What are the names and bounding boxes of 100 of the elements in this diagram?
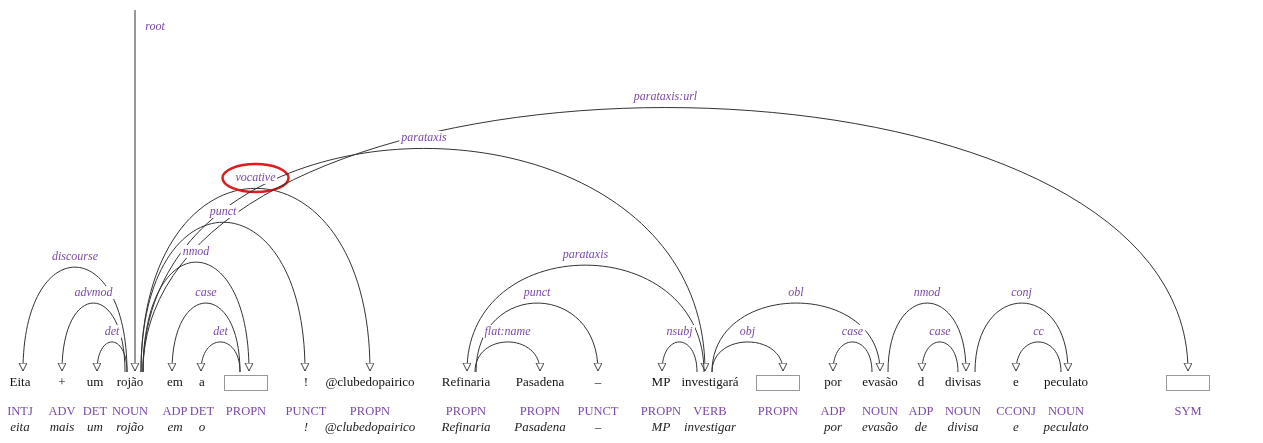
pos-tag: PROPN [349,403,391,419]
edge-label: det [211,325,230,338]
dependency-arc [142,147,709,373]
pos-tag: PROPN [640,403,682,419]
pos-tag: PROPN [445,403,487,419]
dependency-arc [887,302,970,373]
dependency-arc [918,341,959,373]
token-word: Eita [9,373,31,391]
dependency-arc [1012,341,1062,373]
pos-tag: ADP [820,403,846,419]
pos-tag: PROPN [519,403,561,419]
edge-label: det [102,325,122,338]
token-word: peculato [1044,373,1088,391]
edge-label: case [839,325,866,338]
pos-tag: NOUN [1047,403,1085,419]
token-word: evasão [862,373,898,391]
lemma-text: Refinaria [441,419,491,434]
edge-label: flat:name [482,325,533,338]
dependency-arc [140,187,374,373]
edge-label: parataxis [560,248,611,261]
dependency-arc [463,264,705,373]
pos-tag: NOUN [111,403,149,419]
token-word: – [594,373,602,391]
pos-tag: VERB [693,403,727,419]
token-word: em [167,373,183,391]
lemma-text: investigar [684,419,736,434]
token-word: + [58,373,66,391]
token-word: @clubedopairico [325,373,415,391]
dependency-arc [142,261,253,373]
lemma-text: MP [651,419,671,434]
dependency-arc [711,302,884,373]
lemma-text: um [87,419,103,434]
pos-tag: PROPN [757,403,799,419]
pos-tag: PROPN [225,403,267,419]
edge-label: obj [737,325,758,338]
edge-label: advmod [72,286,115,299]
token-word: a [199,373,205,391]
edge-label: discourse [50,250,100,263]
dependency-arc [93,341,128,373]
lemma-text: mais [49,419,75,434]
pos-tag: ADP [162,403,188,419]
lemma-text: evasão [861,419,899,434]
token-word: ! [303,373,309,391]
token-word: por [824,373,842,391]
token-word: investigará [681,373,739,391]
dependency-arc [19,266,128,373]
dependency-arc [475,302,602,373]
pos-tag: CCONJ [996,403,1036,419]
edge-label: parataxis:url [631,90,700,103]
edge-label: nmod [911,286,943,299]
token-word: MP [651,373,671,391]
dependency-arc [130,9,140,372]
edge-label: parataxis [399,131,449,144]
pos-tag: DET [189,403,215,419]
token-word: rojão [116,373,144,391]
dependency-arc [140,221,309,373]
pos-tag: NOUN [861,403,899,419]
dependency-arc [711,341,787,373]
pos-tag: INTJ [7,403,33,419]
token-word: e [1013,373,1019,391]
lemma-text: rojão [116,419,144,434]
pos-tag: SYM [1174,403,1202,419]
dependency-arc [658,341,698,373]
dependency-arc [974,302,1072,373]
pos-tag: PUNCT [285,403,327,419]
edge-label: root [143,20,167,33]
lemma-text: – [594,419,602,434]
edge-label: nsubj [664,325,695,338]
edge-label: obl [786,286,806,299]
lemma-text: por [823,419,842,434]
lemma-text: @clubedopairico [324,419,416,434]
pos-tag: ADV [48,403,76,419]
pos-tag: ADP [908,403,934,419]
edge-label: punct [521,286,553,299]
lemma-text: ! [303,419,309,434]
lemma-text: de [914,419,928,434]
token-word: Pasadena [515,373,565,391]
lemma-text: e [1013,419,1019,434]
dependency-arc [829,341,873,373]
dependency-arc [197,341,241,373]
edge-label: vocative [233,171,278,184]
token-word: divisas [944,373,982,391]
lemma-text: em [167,419,183,434]
edge-label: punct [207,205,239,218]
lemma-text: o [198,419,206,434]
token-word: um [86,373,104,391]
dependency-arc [168,302,241,373]
edge-label: conj [1009,286,1034,299]
pos-tag: NOUN [944,403,982,419]
token-word: Refinaria [441,373,491,391]
lemma-text: eita [10,419,30,434]
pos-tag: PUNCT [577,403,619,419]
lemma-text: peculato [1043,419,1089,434]
dependency-arc [58,302,126,373]
pos-tag: DET [82,403,108,419]
dependency-arc [474,341,544,373]
lemma-text: Pasadena [514,419,566,434]
token-word: d [917,373,925,391]
lemma-text: divisa [947,419,979,434]
edge-label: nmod [180,245,212,258]
